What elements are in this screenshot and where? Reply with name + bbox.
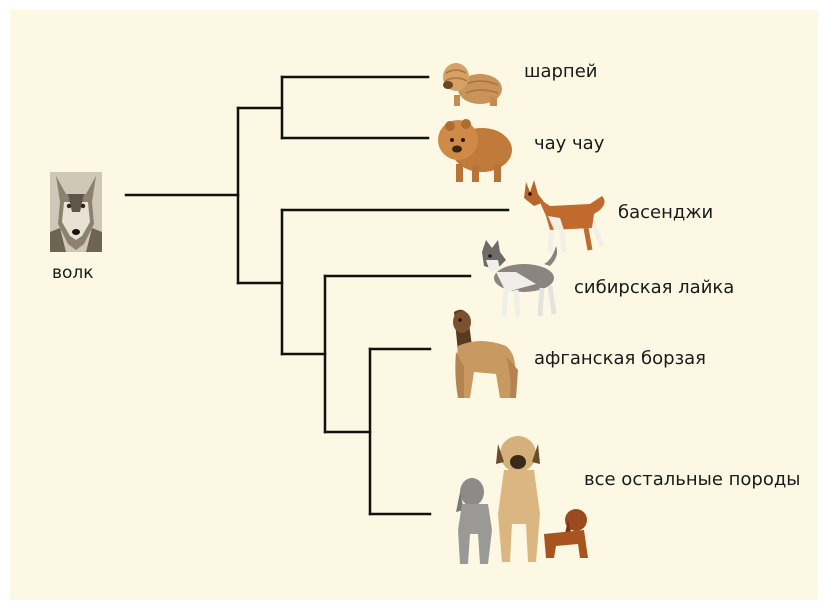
sharpei-label: шарпей — [524, 61, 597, 82]
afghan-label: афганская борзая — [534, 348, 706, 369]
wolf-image — [50, 172, 102, 252]
husky-label: сибирская лайка — [574, 277, 734, 298]
sharpei-image — [440, 55, 504, 107]
others-label: все остальные породы — [584, 469, 801, 490]
afghan-image — [440, 306, 522, 402]
other-breeds-image — [448, 434, 594, 568]
chowchow-image — [436, 112, 516, 184]
wolf-label: волк — [52, 263, 94, 283]
basenji-label: басенджи — [618, 202, 713, 223]
chowchow-label: чау чау — [534, 133, 604, 154]
